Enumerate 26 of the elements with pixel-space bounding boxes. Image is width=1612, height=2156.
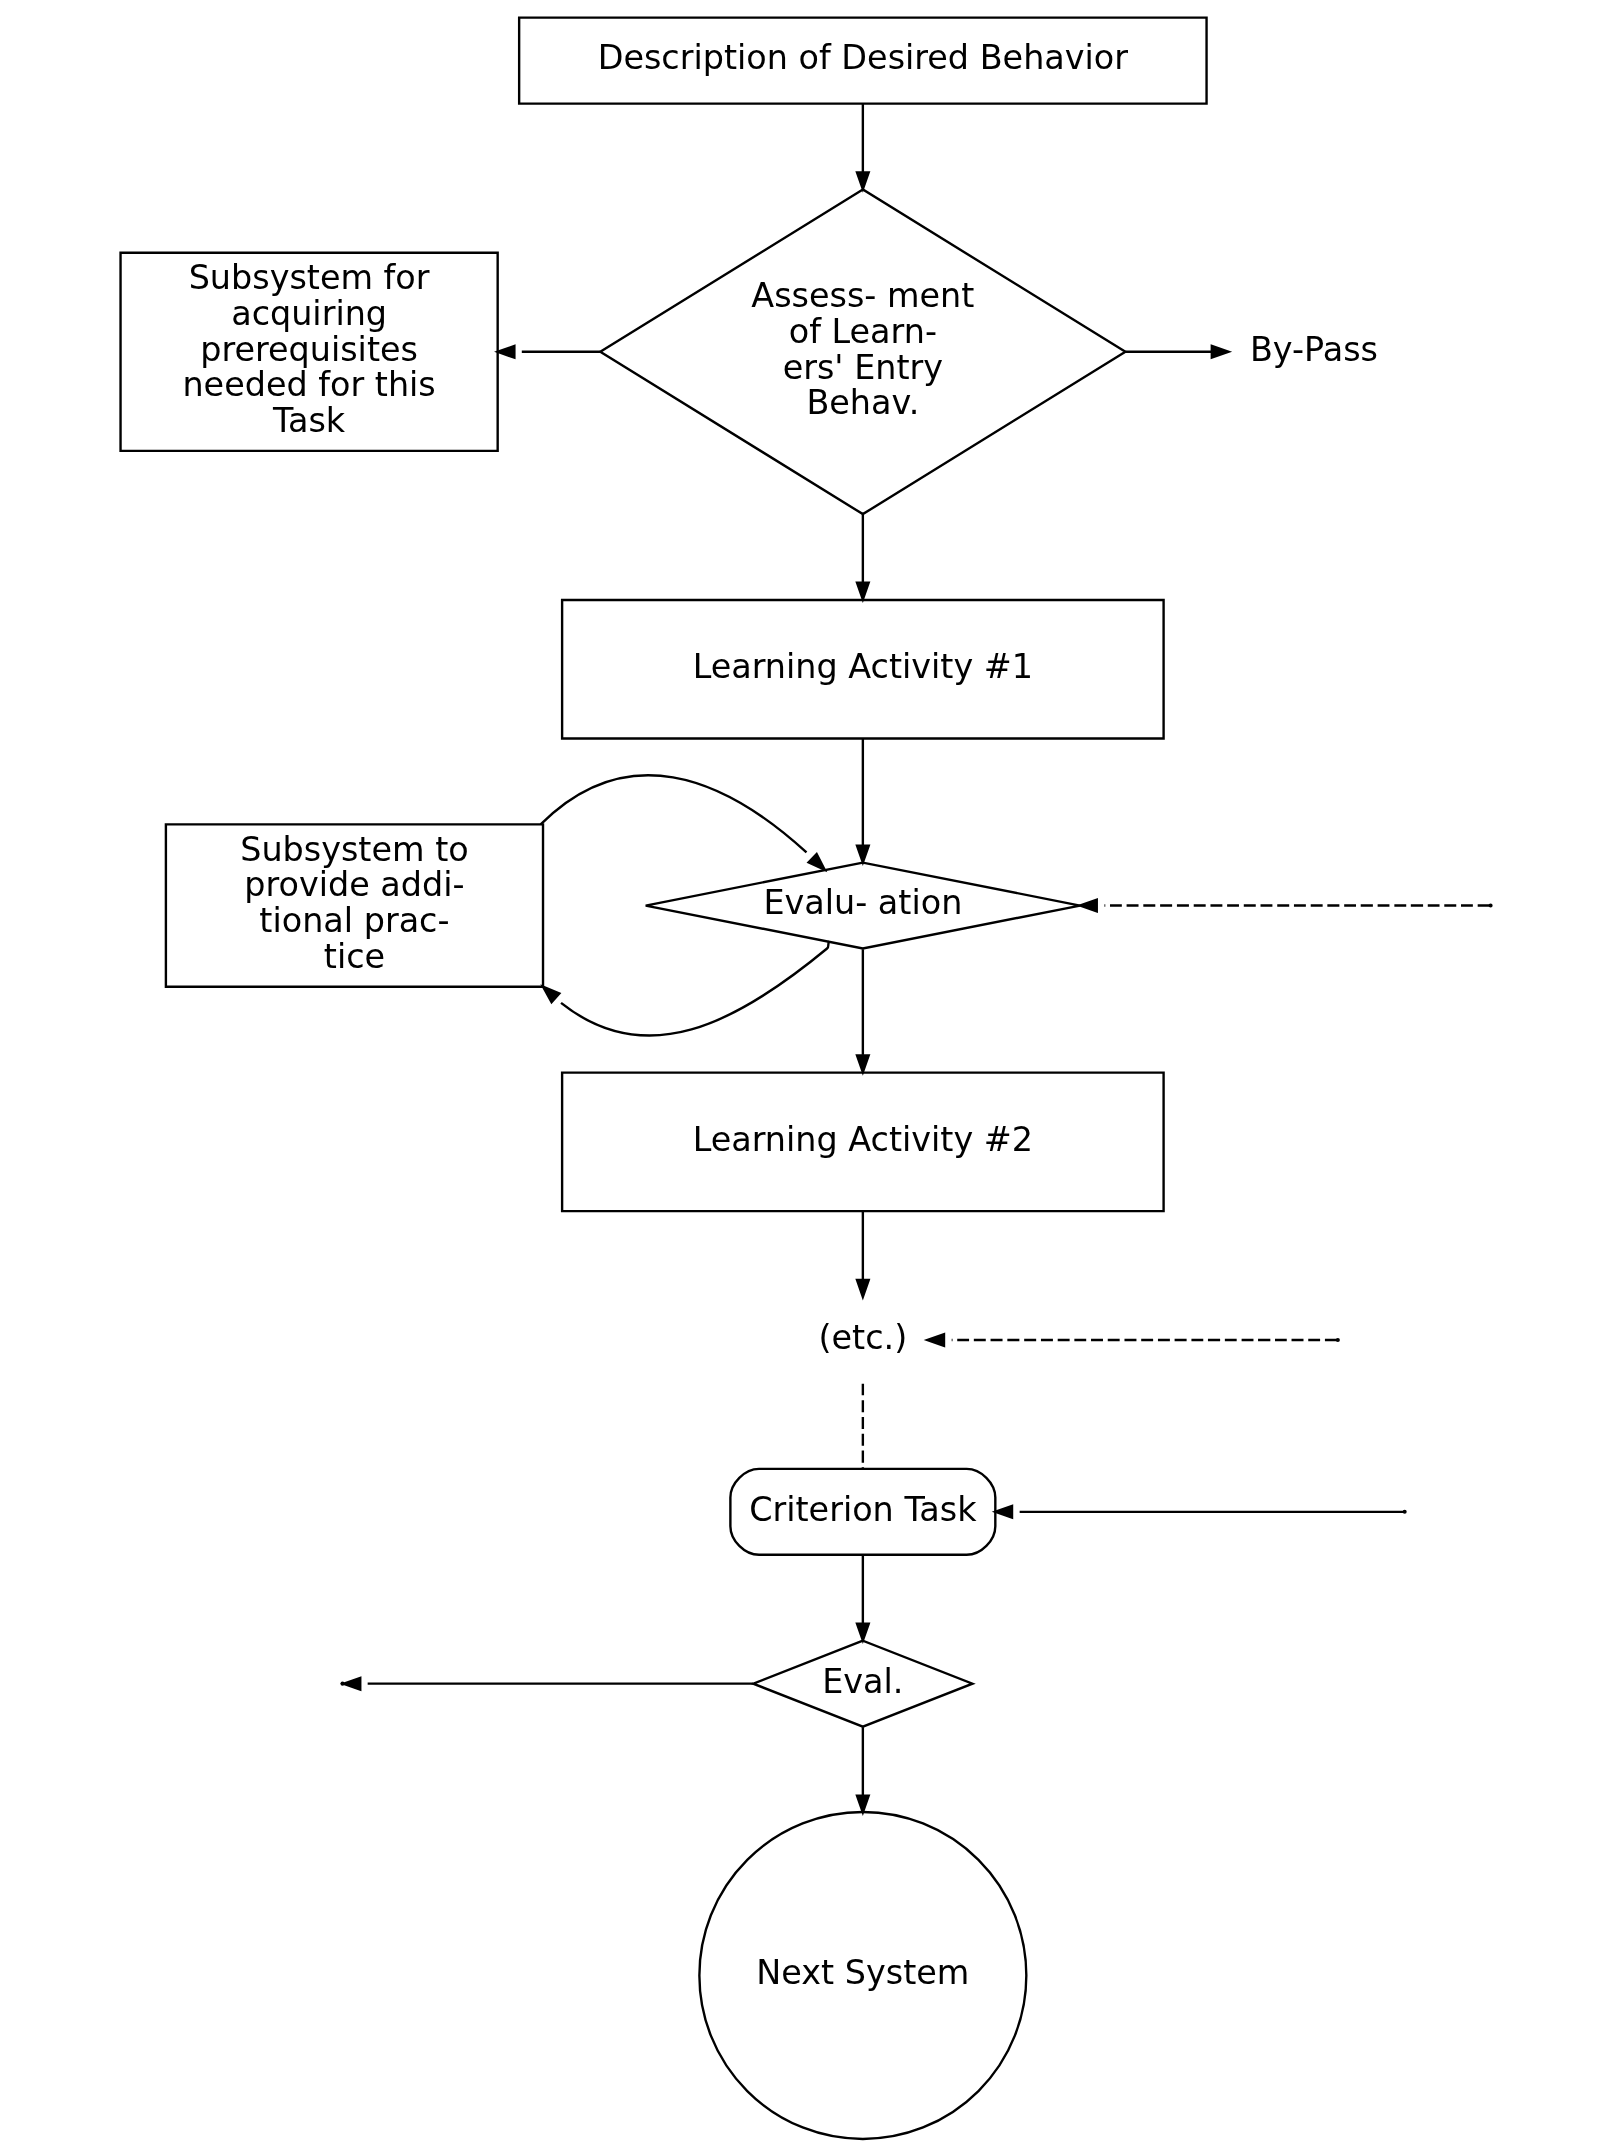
- node-box: Learning Activity #2: [560, 1071, 1165, 1213]
- node-box: Criterion Task: [729, 1467, 997, 1556]
- arrow: [855, 1555, 871, 1645]
- node-box: Subsystem to provide addi- tional prac- tice: [164, 823, 545, 988]
- node-circle: Next System: [698, 1810, 1028, 2141]
- node-diamond: Evalu- ation: [644, 861, 1082, 950]
- node-box: Learning Activity #1: [560, 598, 1165, 740]
- node-diamond: Assess- ment of Learn- ers' Entry Behav.: [598, 188, 1128, 516]
- arrow: [855, 514, 871, 603]
- arrow: [855, 104, 871, 193]
- node-text: (etc.): [818, 1317, 908, 1357]
- connector: [861, 1383, 865, 1469]
- node-box: Subsystem for acquiring prerequisites needed for this Task: [119, 251, 499, 453]
- arrow: [1076, 898, 1490, 914]
- arrow: [540, 940, 831, 1037]
- node-text: By-Pass: [1249, 329, 1379, 369]
- arrow: [855, 1727, 871, 1816]
- arrow: [855, 1211, 871, 1301]
- arrow: [539, 774, 828, 873]
- node-box: Description of Desired Behavior: [517, 16, 1208, 105]
- arrow: [855, 949, 871, 1076]
- arrow: [494, 344, 601, 360]
- arrow: [991, 1504, 1404, 1520]
- arrow: [923, 1332, 1337, 1348]
- arrow: [1125, 344, 1233, 360]
- arrow: [855, 738, 871, 867]
